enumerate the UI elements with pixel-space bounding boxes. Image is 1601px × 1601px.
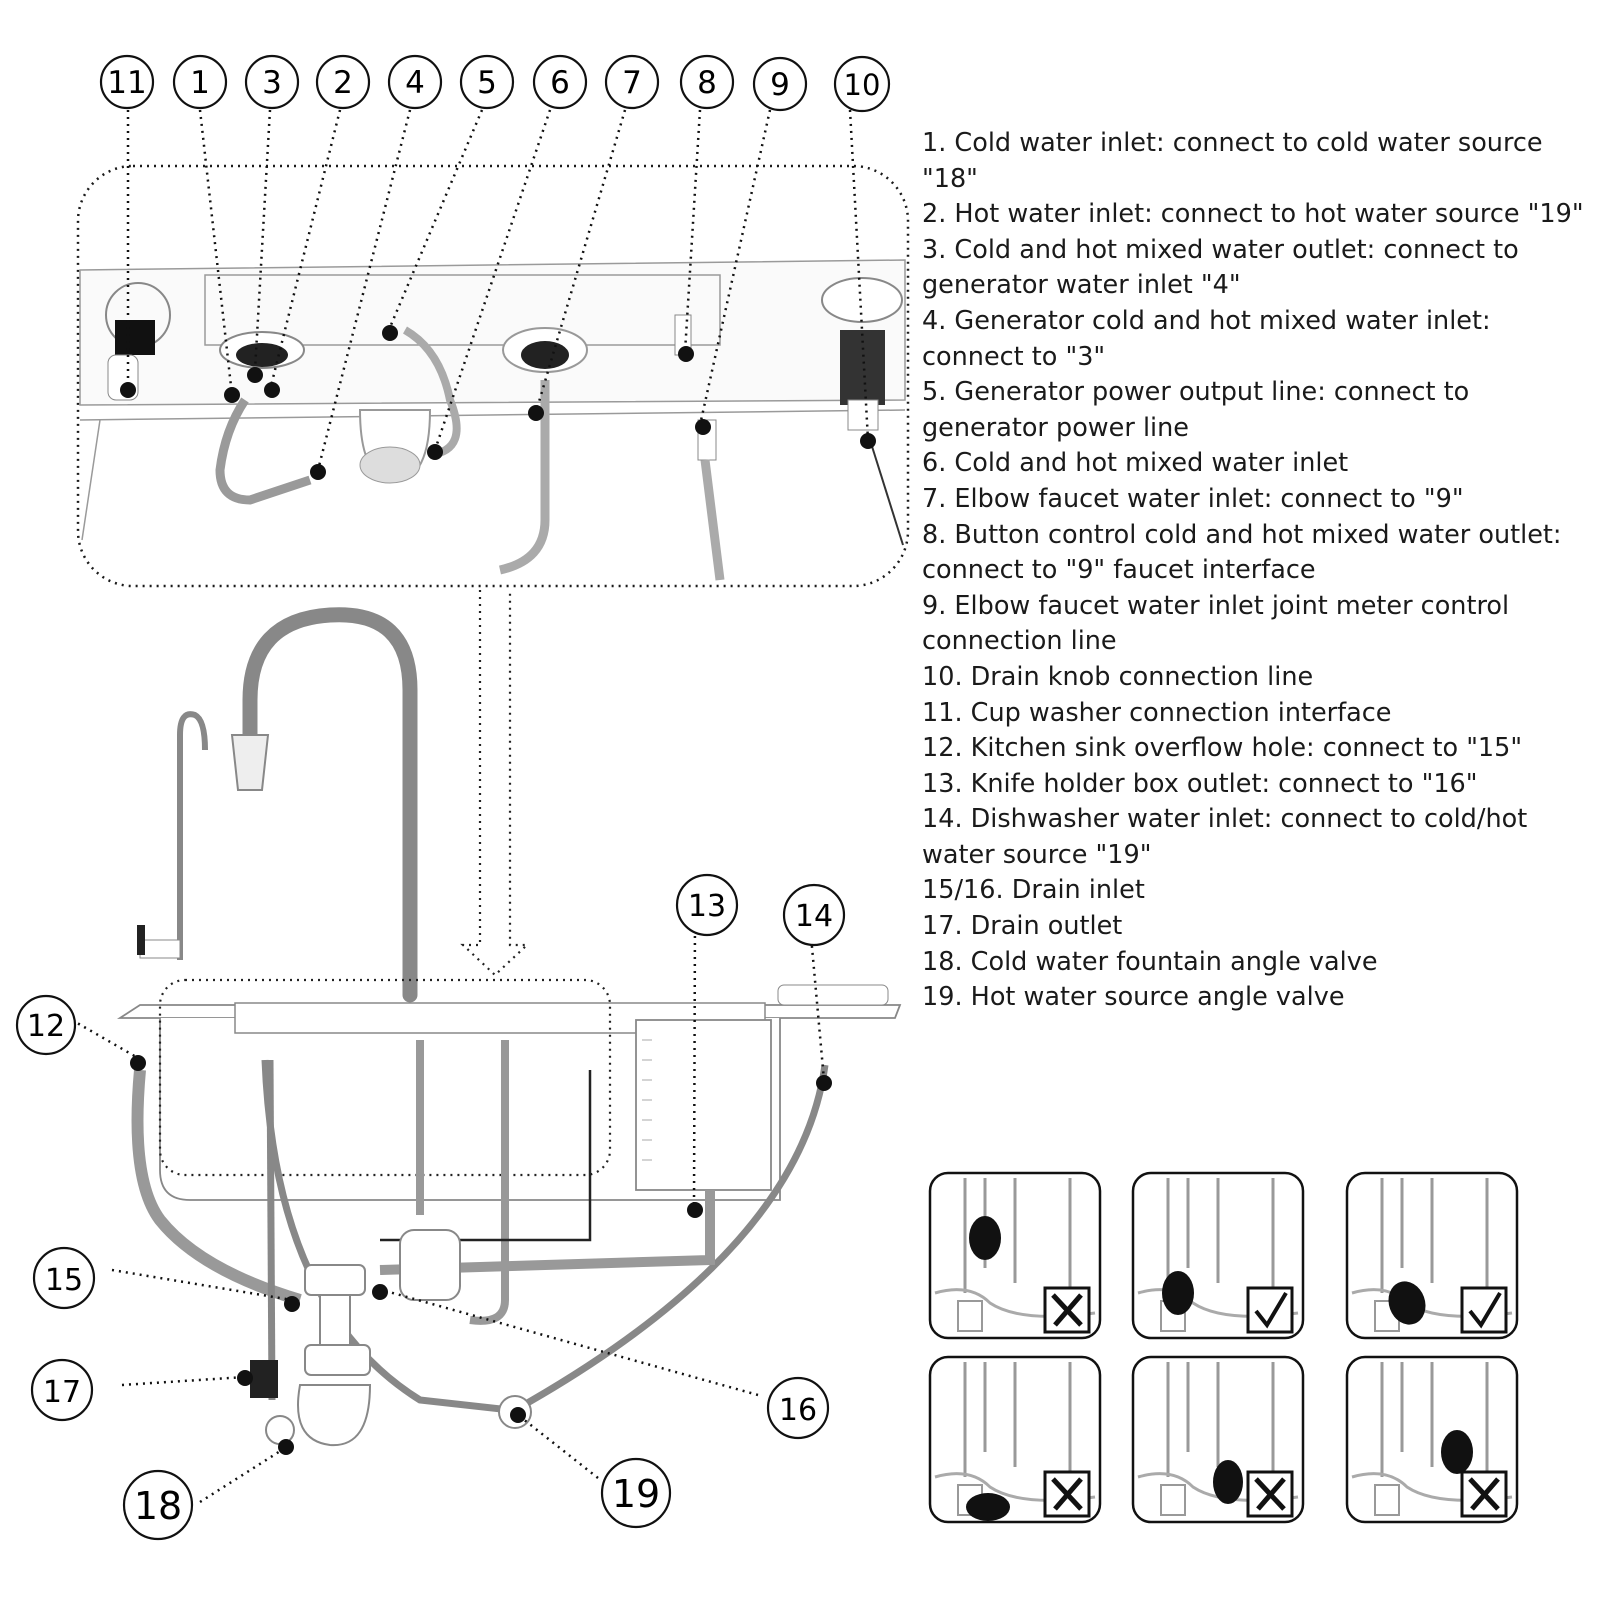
legend-item: 5. Generator power output line: connect … bbox=[922, 377, 1470, 443]
legend-item: 8. Button control cold and hot mixed wat… bbox=[922, 519, 1562, 586]
svg-text:7: 7 bbox=[622, 65, 642, 101]
legend-item: 13. Knife holder box outlet: connect to … bbox=[922, 768, 1478, 799]
svg-text:14: 14 bbox=[795, 899, 833, 934]
svg-text:1: 1 bbox=[190, 65, 210, 101]
callout-16: 16 bbox=[766, 1376, 830, 1440]
legend-item: 4. Generator cold and hot mixed water in… bbox=[922, 305, 1491, 372]
zoom-arrow bbox=[460, 590, 530, 977]
legend-item: 11. Cup washer connection interface bbox=[922, 697, 1392, 728]
svg-text:9: 9 bbox=[770, 67, 790, 103]
callout-11: 11 bbox=[99, 54, 155, 110]
svg-text:2: 2 bbox=[333, 65, 353, 101]
install-example-panel bbox=[1131, 1355, 1305, 1524]
legend-item: 19. Hot water source angle valve bbox=[922, 982, 1345, 1013]
callout-12: 12 bbox=[15, 994, 77, 1056]
legend-item: 15/16. Drain inlet bbox=[922, 875, 1145, 906]
legend-item: 7. Elbow faucet water inlet: connect to … bbox=[922, 483, 1464, 514]
legend-item: 12. Kitchen sink overflow hole: connect … bbox=[922, 733, 1523, 764]
mixer-connector bbox=[215, 331, 312, 505]
check-mark-icon bbox=[1460, 1286, 1508, 1334]
callout-18: 18 bbox=[122, 1469, 194, 1541]
cross-mark-icon bbox=[1043, 1470, 1091, 1518]
drain-knob-connector bbox=[821, 277, 904, 546]
legend-item: 18. Cold water fountain angle valve bbox=[922, 946, 1378, 977]
generator bbox=[358, 326, 461, 484]
main-faucet bbox=[242, 607, 418, 1003]
legend-item: 9. Elbow faucet water inlet joint meter … bbox=[922, 590, 1510, 657]
target-dots bbox=[120, 325, 876, 1455]
legend-item: 6. Cold and hot mixed water inlet bbox=[922, 448, 1349, 479]
legend-list: 1. Cold water inlet: connect to cold wat… bbox=[922, 126, 1594, 1016]
elbow-faucet bbox=[177, 711, 208, 960]
button-outlet-connector bbox=[674, 314, 725, 581]
svg-text:18: 18 bbox=[134, 1484, 182, 1528]
svg-text:8: 8 bbox=[697, 65, 717, 101]
detail-frame bbox=[76, 164, 910, 588]
sink-assembly bbox=[116, 607, 902, 1447]
mounting-plate bbox=[79, 259, 906, 406]
svg-text:4: 4 bbox=[405, 65, 425, 101]
install-example-panel bbox=[928, 1355, 1102, 1524]
callout-15: 15 bbox=[32, 1246, 96, 1310]
detail-view bbox=[76, 164, 910, 588]
callout-1: 1 bbox=[172, 54, 228, 110]
callouts-top: 11 1 3 2 4 5 6 7 8 9 10 bbox=[99, 54, 891, 113]
cross-mark-icon bbox=[1043, 1286, 1091, 1334]
install-example-panel bbox=[1345, 1355, 1519, 1524]
svg-text:12: 12 bbox=[27, 1009, 65, 1044]
install-example-panel bbox=[928, 1171, 1102, 1340]
callout-5: 5 bbox=[459, 54, 515, 110]
callout-13: 13 bbox=[675, 873, 739, 937]
svg-text:13: 13 bbox=[688, 889, 726, 924]
svg-text:5: 5 bbox=[477, 65, 497, 101]
svg-text:19: 19 bbox=[612, 1472, 660, 1516]
check-mark-icon bbox=[1246, 1286, 1294, 1334]
plate-highlight-frame bbox=[158, 978, 612, 1177]
mixed-inlet-connector bbox=[498, 327, 588, 575]
legend-item: 3. Cold and hot mixed water outlet: conn… bbox=[922, 234, 1519, 301]
callout-8: 8 bbox=[679, 54, 735, 110]
generator-unit bbox=[399, 1229, 461, 1301]
callout-14: 14 bbox=[782, 883, 846, 947]
callout-4: 4 bbox=[387, 54, 443, 110]
legend-item: 1. Cold water inlet: connect to cold wat… bbox=[922, 128, 1543, 194]
svg-text:10: 10 bbox=[844, 68, 881, 102]
callout-6: 6 bbox=[532, 54, 588, 110]
install-example-panel bbox=[1131, 1171, 1305, 1340]
drain-trap bbox=[250, 1264, 372, 1447]
svg-text:17: 17 bbox=[43, 1375, 81, 1410]
callout-17: 17 bbox=[30, 1358, 94, 1422]
legend-item: 14. Dishwasher water inlet: connect to c… bbox=[922, 804, 1528, 870]
callout-10: 10 bbox=[833, 55, 891, 113]
svg-text:15: 15 bbox=[45, 1263, 83, 1298]
legend-item: 2. Hot water inlet: connect to hot water… bbox=[922, 199, 1584, 230]
cross-mark-icon bbox=[1460, 1470, 1508, 1518]
svg-text:6: 6 bbox=[550, 65, 570, 101]
cross-mark-icon bbox=[1246, 1470, 1294, 1518]
callout-9: 9 bbox=[752, 56, 808, 112]
callouts-bottom: 12 13 14 15 16 17 18 19 bbox=[15, 873, 846, 1541]
legend-item: 17. Drain outlet bbox=[922, 911, 1123, 942]
install-example-panel bbox=[1345, 1171, 1519, 1340]
callout-7: 7 bbox=[604, 54, 660, 110]
control-box bbox=[204, 274, 721, 346]
svg-text:11: 11 bbox=[107, 65, 146, 101]
svg-text:3: 3 bbox=[262, 65, 282, 101]
callout-19: 19 bbox=[600, 1457, 672, 1529]
knife-holder-box bbox=[635, 1019, 772, 1191]
svg-text:16: 16 bbox=[779, 1393, 817, 1428]
callout-2: 2 bbox=[315, 54, 371, 110]
sink-basin bbox=[159, 1018, 781, 1201]
install-examples bbox=[928, 1171, 1519, 1524]
callout-3: 3 bbox=[244, 54, 300, 110]
legend-item: 10. Drain knob connection line bbox=[922, 661, 1314, 692]
leader-lines bbox=[71, 109, 870, 1504]
